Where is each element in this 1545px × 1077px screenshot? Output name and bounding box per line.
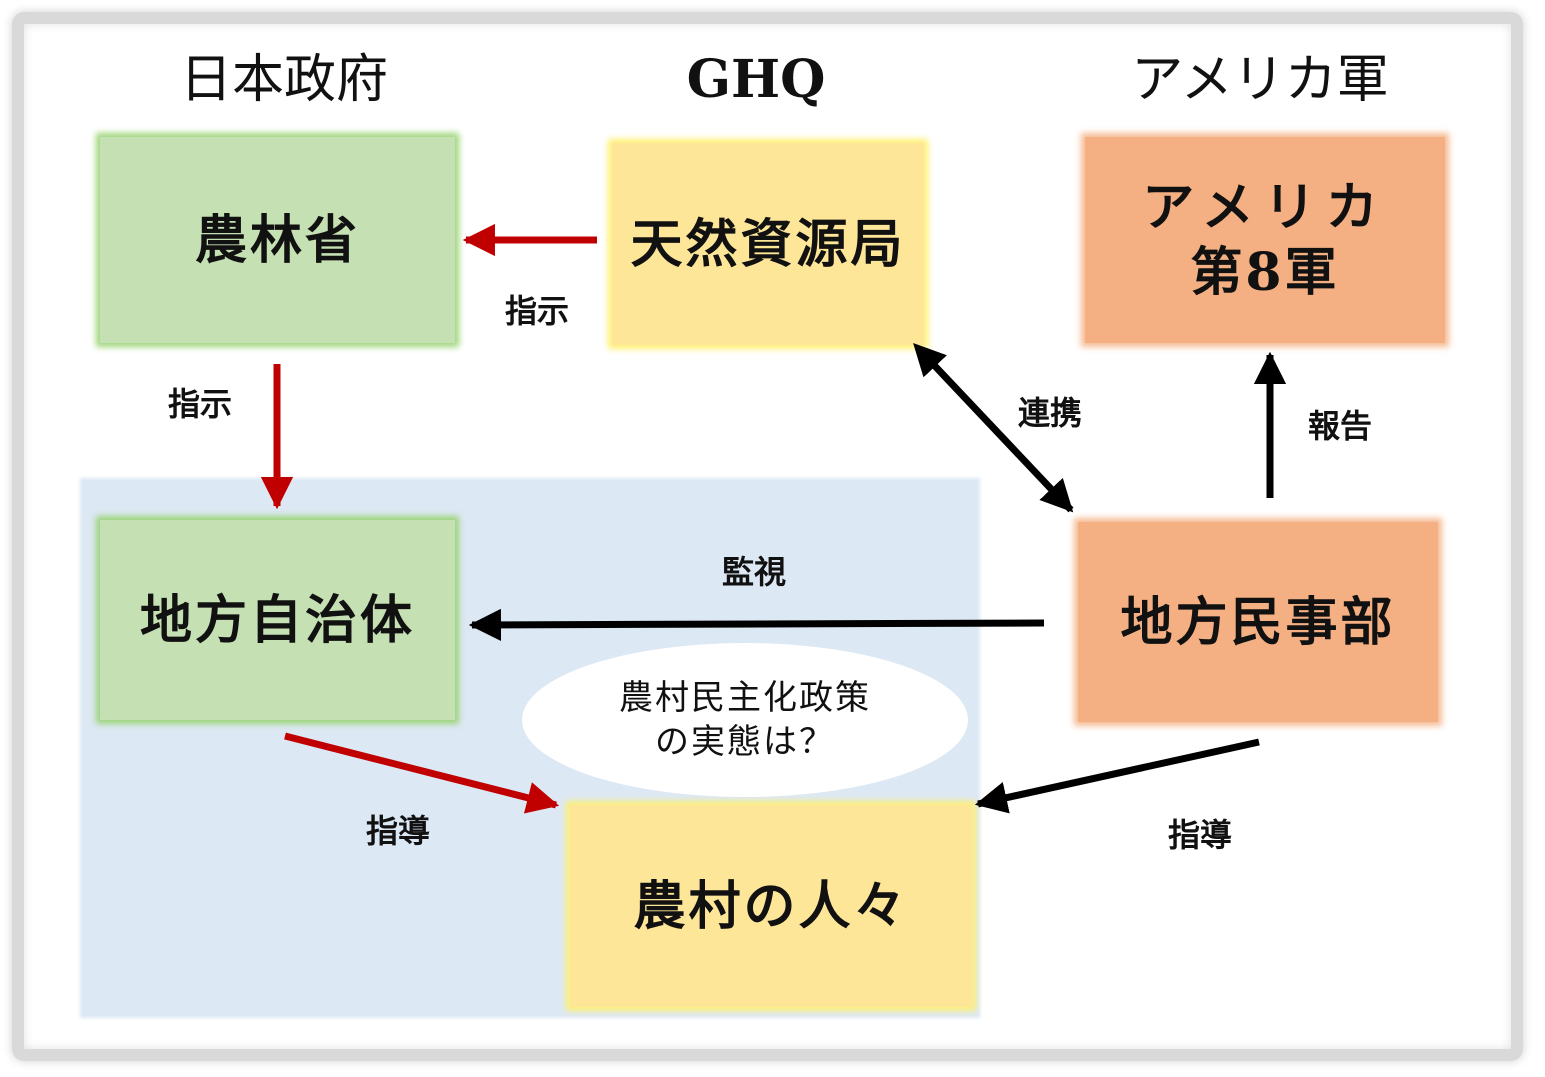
question-ellipse: 農村民主化政策 の実態は？: [522, 643, 968, 797]
header-us-army: アメリカ軍: [1131, 50, 1389, 110]
label-directive-left: 指示: [167, 385, 233, 423]
label-guidance-right: 指導: [1167, 816, 1233, 854]
header-ghq: GHQ: [686, 49, 826, 110]
label-supervision: 監視: [721, 553, 787, 591]
box-local-government-label: 地方自治体: [139, 589, 415, 651]
header-japan-government: 日本政府: [179, 50, 388, 110]
box-natural-resources-label: 天然資源局: [630, 213, 906, 275]
arrow-cooperation: [913, 342, 1074, 513]
box-eighth-army: アメリカ 第8軍: [1085, 137, 1445, 343]
box-ministry-agriculture-label: 農林省: [194, 209, 360, 271]
label-cooperation: 連携: [1017, 394, 1083, 432]
arrow-supervision: [468, 608, 1045, 641]
question-line2: の実態は？: [655, 722, 835, 762]
box-eighth-army-line2: 第8軍: [1190, 242, 1340, 303]
label-directive-top: 指示: [504, 292, 570, 330]
box-ministry-agriculture: 農林省: [100, 137, 455, 343]
box-rural-people: 農村の人々: [570, 805, 972, 1007]
outer-frame: [12, 12, 1523, 1061]
label-guidance-left: 指導: [365, 812, 431, 850]
box-local-government: 地方自治体: [100, 520, 455, 720]
box-natural-resources-section: 天然資源局: [612, 143, 924, 345]
arrow-guidance-local-to-rural: [284, 732, 560, 814]
box-eighth-army-line1: アメリカ: [1142, 177, 1388, 238]
box-rural-people-label: 農村の人々: [633, 875, 909, 937]
label-report: 報告: [1307, 407, 1373, 445]
arrow-guidance-civil-to-rural: [974, 738, 1260, 814]
question-line1: 農村民主化政策: [619, 677, 871, 718]
box-civil-affairs-team: 地方民事部: [1078, 522, 1438, 722]
box-civil-affairs-label: 地方民事部: [1120, 591, 1396, 653]
